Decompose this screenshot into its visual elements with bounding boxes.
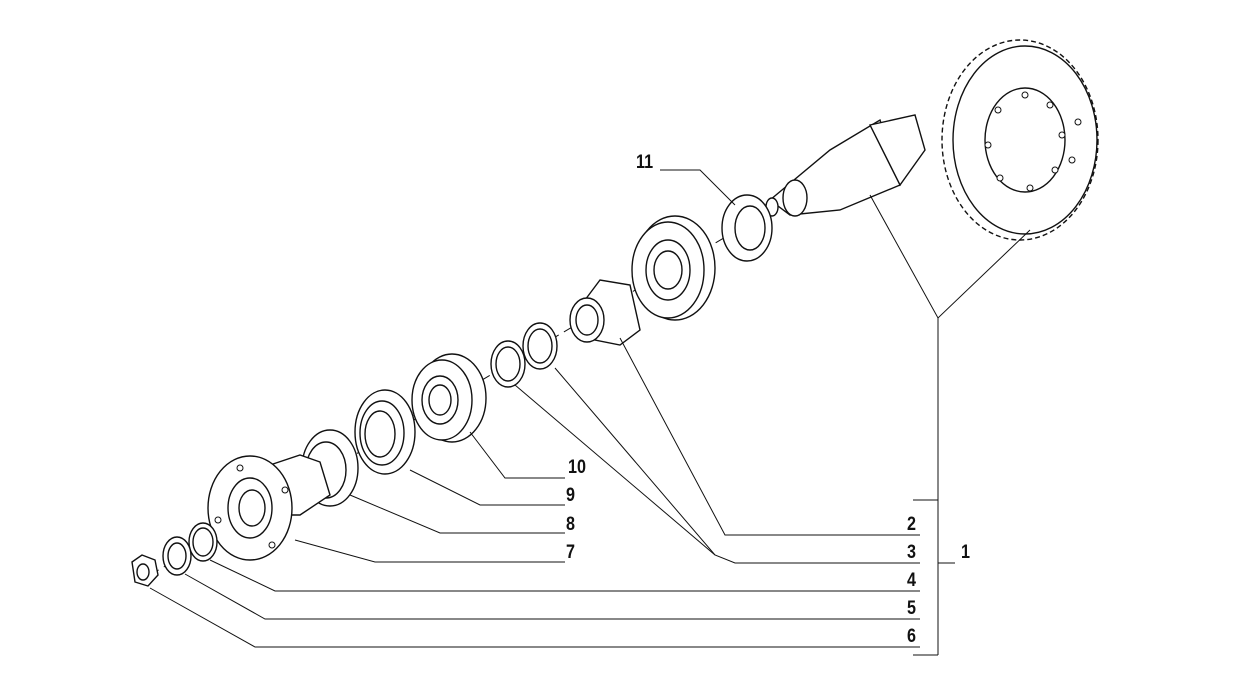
pinion-shaft — [765, 114, 926, 217]
part-6-nut — [131, 554, 159, 587]
callout-9: 9 — [566, 485, 575, 506]
part-11-shim — [721, 194, 773, 262]
taper-bearing-outer — [631, 215, 716, 321]
part-5-washer — [162, 536, 192, 576]
part-9-seal — [354, 389, 416, 475]
callout-5: 5 — [907, 598, 916, 619]
callout-2: 2 — [907, 514, 916, 535]
callout-1: 1 — [961, 542, 970, 563]
callout-3: 3 — [907, 542, 916, 563]
ring-gear — [941, 39, 1099, 241]
callout-7: 7 — [566, 542, 575, 563]
leader-lines — [149, 169, 1031, 656]
part-3-rings — [490, 322, 558, 388]
callout-8: 8 — [566, 514, 575, 535]
callout-6: 6 — [907, 626, 916, 647]
part-10-bearing — [411, 353, 487, 443]
callout-11: 11 — [636, 152, 654, 173]
part-2-spacer — [569, 279, 641, 346]
callout-10: 10 — [568, 457, 586, 478]
callout-4: 4 — [907, 570, 916, 591]
part-7-flange — [207, 454, 331, 561]
part-4-o-ring — [188, 522, 218, 562]
